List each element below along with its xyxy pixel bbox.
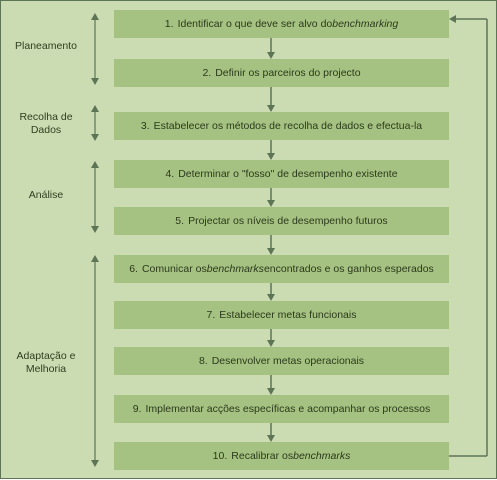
phase-label-adaptacao: Adaptação e Melhoria [16, 350, 76, 375]
step-text: benchmarks [293, 450, 351, 462]
step-connector-arrowhead [267, 435, 275, 442]
phase-label-planeamento: Planeamento [15, 40, 77, 52]
step-text: encontrados e os ganhos esperados [263, 263, 434, 275]
step-text: Identificar o que deve ser alvo do [177, 18, 333, 30]
step-text: Recalibrar os [231, 450, 294, 462]
step-text: Projectar os níveis de desempenho futuro… [188, 215, 388, 227]
step-text: Comunicar os [141, 263, 207, 275]
phase-span-arrowhead-bottom [91, 134, 99, 141]
step-text: Definir os parceiros do projecto [215, 67, 361, 79]
step-4: 4.Determinar o "fosso" de desempenho exi… [114, 160, 449, 188]
step-5: 5.Projectar os níveis de desempenho futu… [114, 207, 449, 235]
step-6: 6.Comunicar os benchmarks encontrados e … [114, 255, 449, 283]
step-connector-arrowhead [267, 294, 275, 301]
step-number: 10. [212, 450, 228, 462]
step-number: 5. [175, 215, 185, 227]
step-number: 6. [129, 263, 138, 275]
step-text: Desenvolver metas operacionais [211, 355, 365, 367]
step-10: 10.Recalibrar os benchmarks [114, 442, 449, 470]
step-connector-arrowhead [267, 105, 275, 112]
step-connector-arrowhead [267, 52, 275, 59]
step-8: 8.Desenvolver metas operacionais [114, 347, 449, 375]
step-connector-arrowhead [267, 200, 275, 207]
step-1: 1.Identificar o que deve ser alvo do ben… [114, 10, 449, 38]
phase-label-analise: Análise [28, 189, 64, 201]
step-connector-arrowhead [267, 153, 275, 160]
step-text: Estabelecer metas funcionais [219, 309, 357, 321]
phase-span-arrowhead-top [91, 255, 99, 262]
step-3: 3.Estabelecer os métodos de recolha de d… [114, 112, 449, 140]
phase-span-arrowhead-top [91, 105, 99, 112]
step-connector-arrowhead [267, 248, 275, 255]
step-connector-arrowhead [267, 340, 275, 347]
step-number: 7. [206, 309, 216, 321]
step-number: 1. [164, 18, 174, 30]
step-text: Estabelecer os métodos de recolha de dad… [153, 120, 423, 132]
feedback-arrowhead [449, 15, 456, 23]
step-number: 8. [198, 355, 208, 367]
phase-span-arrowhead-bottom [91, 460, 99, 467]
phase-span-arrowhead-bottom [91, 226, 99, 233]
phase-span-arrowhead-top [91, 161, 99, 168]
step-7: 7.Estabelecer metas funcionais [114, 301, 449, 329]
step-text: benchmarking [332, 18, 399, 30]
step-number: 9. [132, 403, 142, 415]
step-text: Determinar o "fosso" de desempenho exist… [178, 168, 398, 180]
phase-span-arrowhead-bottom [91, 78, 99, 85]
step-number: 2. [202, 67, 212, 79]
phase-span-arrowhead-top [91, 13, 99, 20]
step-2: 2.Definir os parceiros do projecto [114, 59, 449, 87]
step-number: 3. [140, 120, 150, 132]
step-9: 9.Implementar acções específicas e acomp… [114, 395, 449, 423]
step-connector-arrowhead [267, 388, 275, 395]
step-number: 4. [165, 168, 175, 180]
step-text: benchmarks [206, 263, 264, 275]
step-text: Implementar acções específicas e acompan… [145, 403, 431, 415]
phase-label-recolha: Recolha de Dados [19, 111, 73, 136]
